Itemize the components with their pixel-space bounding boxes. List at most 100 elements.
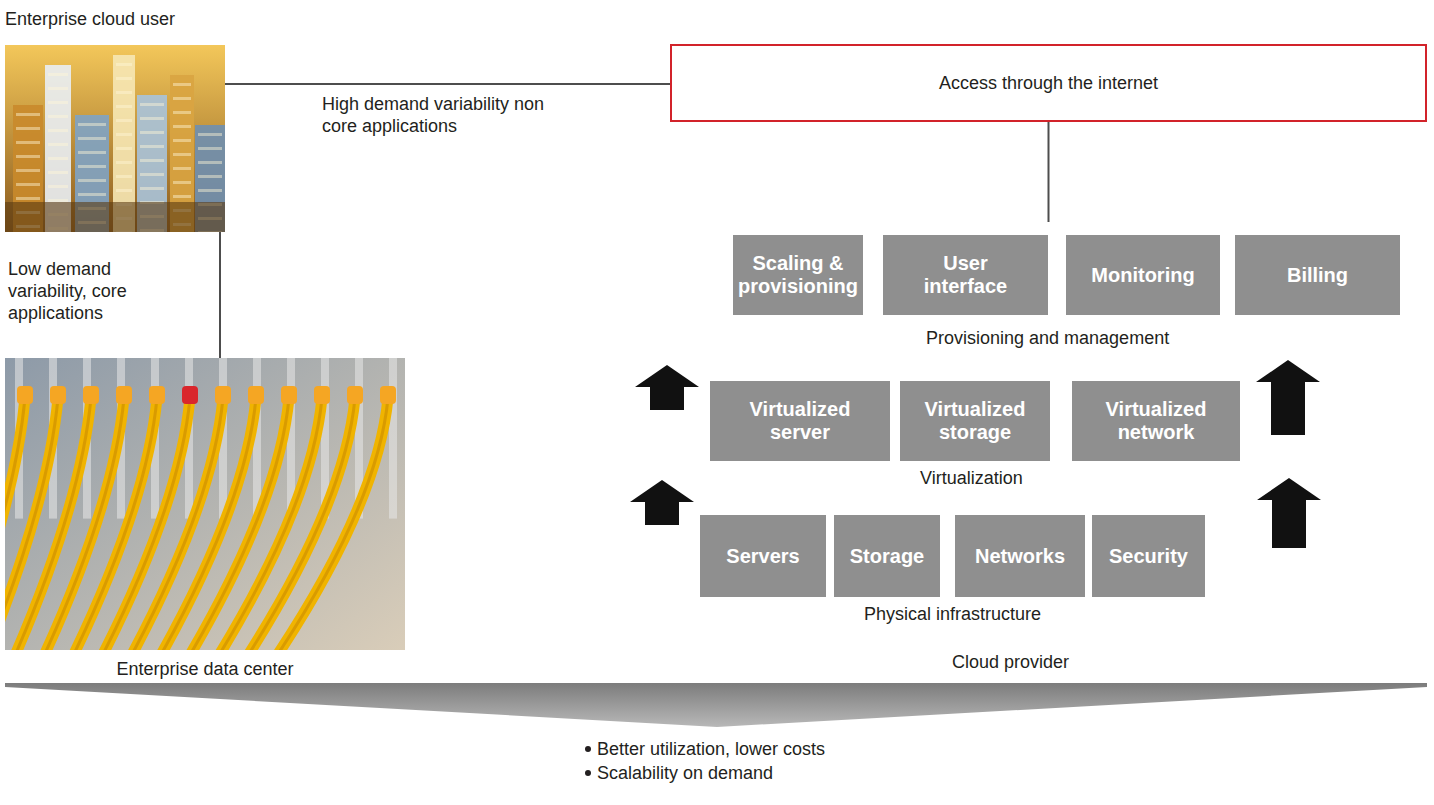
window-row [173, 125, 191, 128]
photo-illustration [5, 45, 225, 232]
window-row [48, 143, 68, 146]
window-row [173, 181, 191, 184]
window-row [48, 115, 68, 118]
yellow-cable [13, 398, 91, 650]
connector-cap [17, 386, 33, 404]
connector-line [225, 83, 670, 85]
window-row [78, 193, 106, 196]
parallelogram [620, 222, 1425, 357]
window-row [198, 175, 222, 178]
window-row [48, 199, 68, 202]
connector-line [219, 232, 221, 358]
component-box: Networks [955, 515, 1085, 597]
window-row [16, 169, 40, 172]
edge-label: Low demand variability, core application… [8, 258, 158, 324]
window-row [140, 187, 164, 190]
window-row [140, 117, 164, 120]
window-row [198, 189, 222, 192]
photo-illustration [5, 358, 405, 650]
bullet-dot [585, 746, 591, 752]
connector-cap [380, 386, 396, 404]
window-row [173, 97, 191, 100]
block-arrow [635, 365, 699, 410]
window-row [16, 183, 40, 186]
window-row [173, 153, 191, 156]
connector-cap [116, 386, 132, 404]
cable-shade [71, 398, 157, 650]
window-row [116, 119, 132, 122]
window-row [173, 195, 191, 198]
window-row [16, 113, 40, 116]
window-row [16, 141, 40, 144]
component-box: Virtualized server [710, 381, 890, 461]
window-row [140, 145, 164, 148]
box-label: Virtualized server [726, 398, 874, 444]
window-row [140, 173, 164, 176]
box-label: Storage [840, 545, 934, 568]
block-arrow [630, 480, 694, 525]
connector-cap [281, 386, 297, 404]
window-row [173, 167, 191, 170]
component-box: Servers [700, 515, 826, 597]
edge-label: High demand variability non core applica… [322, 93, 562, 137]
box-label: Security [1098, 545, 1199, 568]
parallelogram [597, 372, 1425, 497]
window-row [78, 165, 106, 168]
box-label: Virtualized storage [916, 398, 1034, 444]
box-label: Networks [961, 545, 1079, 568]
bullet-text: Better utilization, lower costs [597, 738, 825, 760]
window-row [78, 123, 106, 126]
component-box: Storage [834, 515, 940, 597]
component-box: Monitoring [1066, 235, 1220, 315]
box-label: User interface [903, 252, 1028, 298]
cable-shade [100, 398, 190, 650]
window-row [48, 129, 68, 132]
block-arrow [1256, 360, 1320, 435]
section-label: Cloud provider [952, 651, 1069, 673]
window-row [78, 137, 106, 140]
layer-label: Virtualization [920, 467, 1023, 489]
connector-line [1048, 122, 1050, 222]
access-label: Access through the internet [939, 72, 1158, 94]
component-box: Scaling & provisioning [733, 235, 863, 315]
street [5, 202, 225, 232]
bullet-text: Scalability on demand [597, 762, 773, 784]
parallelogram [545, 508, 1400, 632]
window-row [16, 127, 40, 130]
component-box: Security [1092, 515, 1205, 597]
summary-chevron [5, 683, 1427, 727]
bullet-dot [585, 770, 591, 776]
window-row [173, 111, 191, 114]
photo-node: Enterprise cloud user [5, 45, 225, 232]
photo-caption: Enterprise cloud user [5, 8, 175, 30]
window-row [48, 101, 68, 104]
layer-plane: Physical infrastructureServersStorageNet… [545, 508, 1400, 632]
window-row [48, 157, 68, 160]
window-row [116, 63, 132, 66]
photo-caption: Enterprise data center [5, 658, 405, 680]
connector-cap [50, 386, 66, 404]
window-row [116, 161, 132, 164]
window-row [48, 171, 68, 174]
cable-shade [13, 398, 91, 650]
window-row [173, 139, 191, 142]
yellow-cable [42, 398, 124, 650]
box-label: Monitoring [1074, 264, 1212, 287]
yellow-cable [274, 398, 388, 650]
window-row [116, 189, 132, 192]
connector-cap [215, 386, 231, 404]
photo-node: Enterprise data center [5, 358, 405, 650]
window-row [116, 91, 132, 94]
window-row [16, 197, 40, 200]
window-row [198, 147, 222, 150]
layer-plane: Provisioning and managementScaling & pro… [620, 222, 1425, 357]
yellow-cable [100, 398, 190, 650]
window-row [48, 87, 68, 90]
access-box: Access through the internet [670, 44, 1427, 122]
window-row [116, 133, 132, 136]
window-row [116, 105, 132, 108]
block-arrow [1257, 478, 1321, 548]
connector-cap [182, 386, 198, 404]
rack-strip [389, 358, 397, 519]
